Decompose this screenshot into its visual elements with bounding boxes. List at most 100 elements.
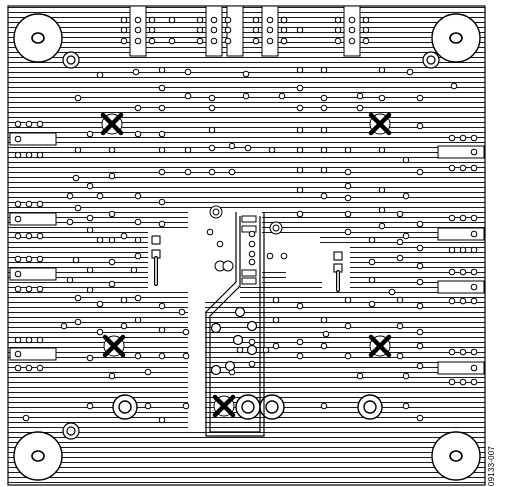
via xyxy=(396,254,404,262)
via xyxy=(108,280,116,288)
via xyxy=(296,186,304,194)
header-pad xyxy=(252,26,260,34)
via xyxy=(320,146,328,154)
via xyxy=(266,252,274,260)
via xyxy=(378,222,386,230)
cross-pad xyxy=(102,334,126,358)
via xyxy=(296,302,304,310)
via xyxy=(416,414,424,422)
header-pad xyxy=(36,336,44,344)
via xyxy=(74,294,82,302)
header-pad xyxy=(14,270,22,278)
header-pad xyxy=(14,120,22,128)
via xyxy=(134,294,142,302)
header-pad xyxy=(362,16,370,24)
header-pad xyxy=(120,37,128,45)
via xyxy=(296,66,304,74)
via xyxy=(74,204,82,212)
header-pad xyxy=(459,246,467,254)
via xyxy=(368,236,376,244)
header-pad xyxy=(296,26,304,34)
cross-pads xyxy=(100,112,392,418)
via xyxy=(356,372,364,380)
via xyxy=(182,352,190,360)
via xyxy=(396,210,404,218)
via xyxy=(158,416,166,424)
header-pad xyxy=(25,151,33,159)
via xyxy=(158,84,166,92)
via xyxy=(344,182,352,190)
board-outline xyxy=(7,5,486,486)
header-pad xyxy=(348,16,356,24)
ring-pads xyxy=(112,394,383,420)
via xyxy=(320,192,328,200)
left-connector-detail xyxy=(151,235,161,286)
via xyxy=(74,94,82,102)
via xyxy=(228,142,236,150)
via xyxy=(96,300,104,308)
header-pad xyxy=(210,26,218,34)
via xyxy=(416,122,424,130)
via xyxy=(344,210,352,218)
via xyxy=(182,328,190,336)
header-pad xyxy=(14,255,22,263)
header-pad xyxy=(266,37,274,45)
header-pad xyxy=(470,246,478,254)
via xyxy=(378,186,386,194)
header-pad xyxy=(36,364,44,372)
via xyxy=(86,214,94,222)
via xyxy=(184,68,192,76)
header-pad xyxy=(14,336,22,344)
header-pad xyxy=(196,16,204,24)
via xyxy=(368,300,376,308)
via xyxy=(244,144,252,152)
via xyxy=(344,296,352,304)
via xyxy=(66,276,74,284)
via xyxy=(134,104,142,112)
via xyxy=(296,352,304,360)
via xyxy=(108,258,116,266)
cross-pad xyxy=(368,112,392,136)
via xyxy=(344,146,352,154)
via xyxy=(108,172,116,180)
via xyxy=(158,326,166,334)
via xyxy=(144,402,152,410)
header-pad xyxy=(459,378,467,386)
via xyxy=(378,206,386,214)
header-pad xyxy=(470,268,478,276)
via xyxy=(60,322,68,330)
header-pad xyxy=(14,350,22,358)
via xyxy=(368,276,376,284)
via-large xyxy=(210,364,222,376)
via xyxy=(120,232,128,240)
via xyxy=(158,130,166,138)
via xyxy=(416,94,424,102)
header-pad xyxy=(362,26,370,34)
via xyxy=(378,94,386,102)
via xyxy=(134,352,142,360)
via xyxy=(272,296,280,304)
header-pad xyxy=(448,268,456,276)
via xyxy=(96,192,104,200)
fiducials xyxy=(62,51,440,440)
via xyxy=(182,402,190,410)
mounting-hole-top-right xyxy=(431,13,481,63)
header-pad xyxy=(266,16,274,24)
via xyxy=(134,236,142,244)
header-pad xyxy=(448,378,456,386)
via xyxy=(320,166,328,174)
header-pad xyxy=(470,230,478,238)
header-pad xyxy=(266,26,274,34)
header-pad xyxy=(224,16,232,24)
header-pad xyxy=(25,120,33,128)
via xyxy=(208,126,216,134)
via xyxy=(320,402,328,410)
header-pad xyxy=(448,214,456,222)
via xyxy=(402,402,410,410)
header-pad xyxy=(224,37,232,45)
side-connectors xyxy=(9,132,485,375)
via xyxy=(320,126,328,134)
via xyxy=(296,166,304,174)
via xyxy=(248,250,256,258)
via xyxy=(158,66,166,74)
